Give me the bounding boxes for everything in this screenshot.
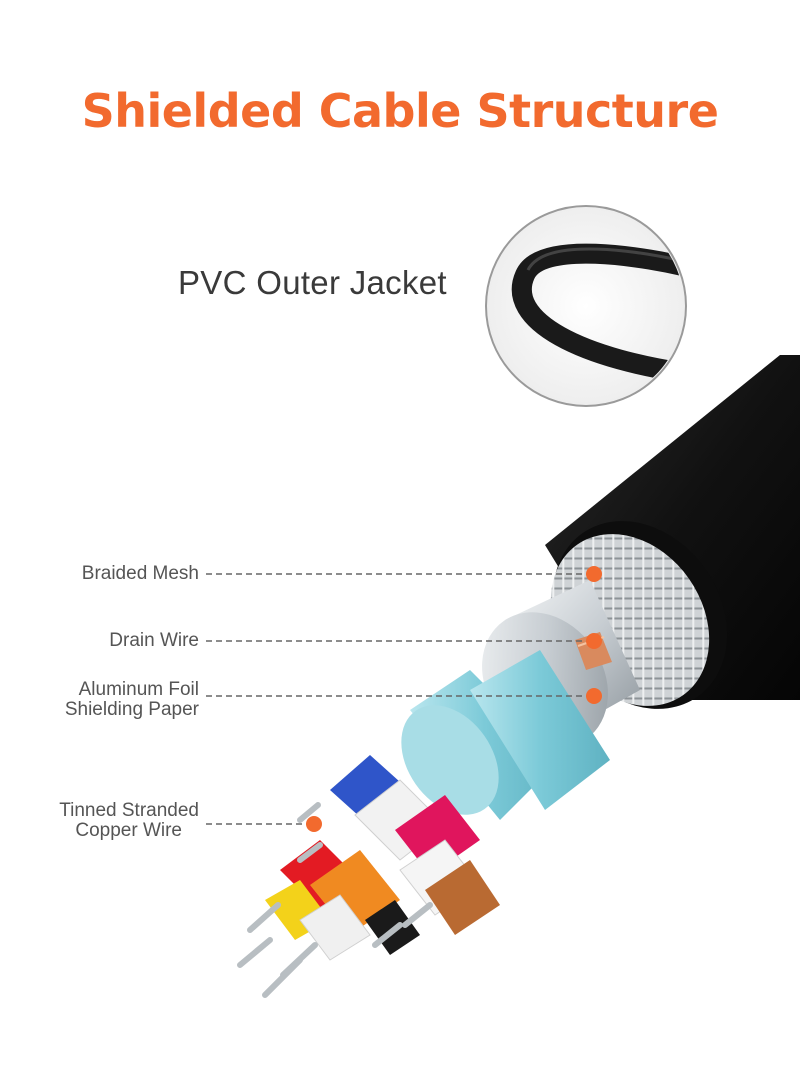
pvc-outer-jacket-label: PVC Outer Jacket (178, 264, 447, 301)
page-title: Shielded Cable Structure (81, 84, 719, 138)
aqua-insulation (401, 650, 610, 820)
tinned-copper-label: Tinned Stranded Copper Wire (59, 800, 199, 841)
layer-markers (306, 566, 602, 832)
tinned-copper-strands (237, 802, 433, 998)
leader-lines (206, 573, 588, 825)
aluminum-foil-label: Aluminum Foil Shielding Paper (64, 679, 199, 720)
jacket-inset-circle (485, 205, 687, 407)
braided-mesh-label: Braided Mesh (81, 563, 199, 584)
drain-wire-label: Drain Wire (109, 630, 199, 651)
